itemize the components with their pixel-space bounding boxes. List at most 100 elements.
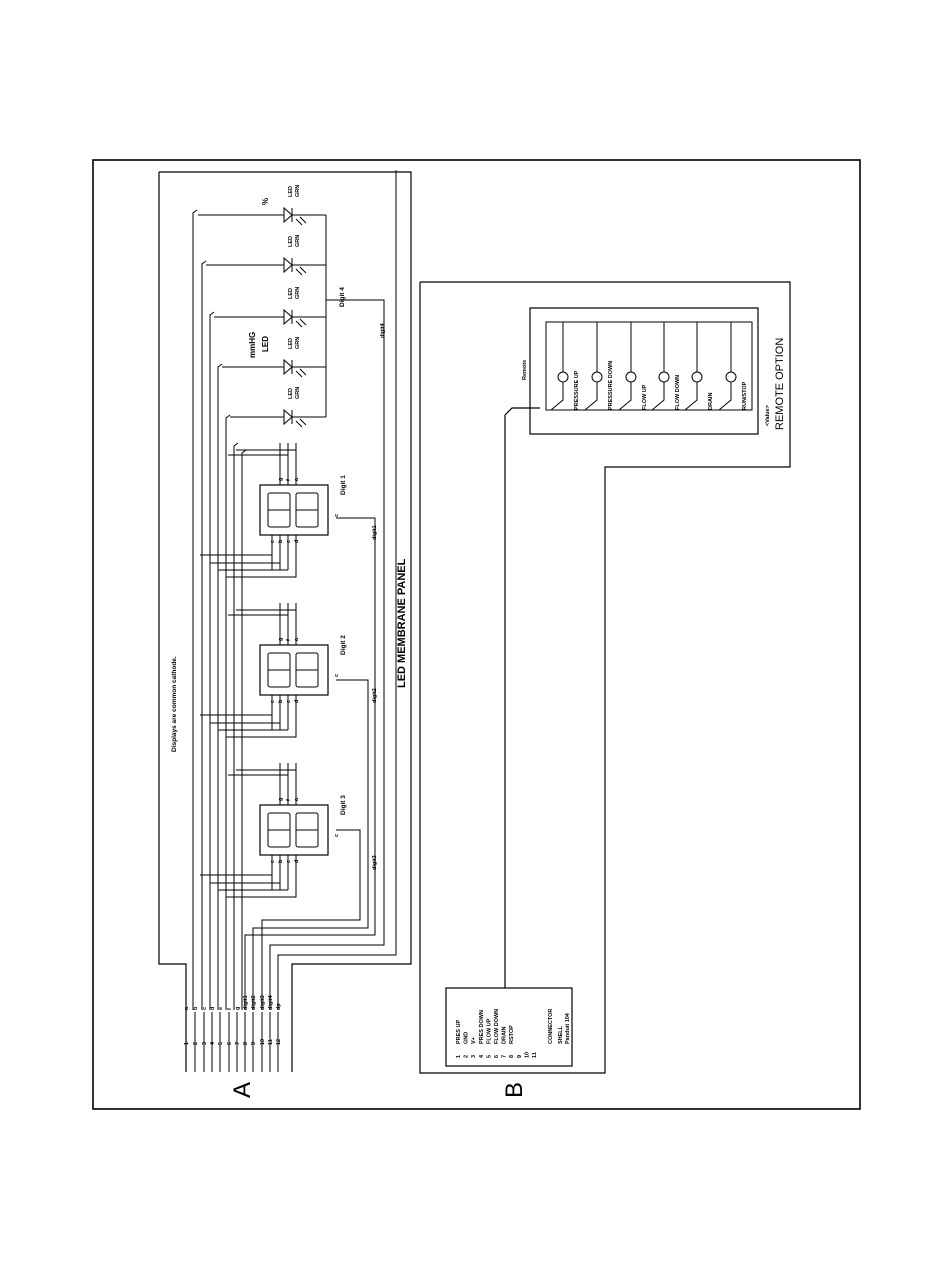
remote-button: FLOW UP	[618, 322, 648, 411]
connector-b-pin-signal: RSTOP	[509, 1025, 515, 1044]
segment-bus-line	[241, 449, 247, 1010]
segment-bus-line	[201, 260, 207, 1010]
led-ray	[295, 370, 303, 378]
connector-b-pin-number: 5	[486, 1055, 492, 1058]
connector-a-pin-number: 3	[202, 1042, 208, 1045]
remote-inner-box	[529, 307, 759, 435]
remote-button: RUN/STOP	[718, 322, 748, 411]
connector-a-pins: 1a2b3c4d5e6f7g8digit19digit210digit311di…	[184, 994, 282, 1045]
segment-letter: d	[294, 540, 300, 543]
led-diode	[283, 206, 293, 224]
led-ray	[299, 266, 307, 274]
display-wire	[236, 763, 297, 771]
connector-a-pin-signal: d	[210, 1007, 216, 1010]
connector-b-pin-number: 11	[532, 1052, 538, 1058]
panel-b-label: B	[501, 1082, 528, 1098]
remote-cable	[504, 407, 540, 988]
led-ray	[295, 420, 303, 428]
remote-label: Remote	[522, 360, 528, 380]
digit-net-label: digit1	[372, 525, 378, 540]
segment-letter: g	[278, 798, 284, 801]
segment-letter: c	[286, 700, 292, 703]
display-body	[259, 804, 329, 856]
connector-b-pin-signal: GND	[464, 1032, 470, 1044]
remote-option-subtitle: <Value>	[765, 405, 771, 426]
connector-a-pin-number: 6	[227, 1042, 233, 1045]
segment-letter: e	[270, 860, 276, 863]
connector-b-pin-signal: FLOW DOWN	[494, 1009, 500, 1044]
connector-a-pin-number: 1	[184, 1042, 190, 1045]
connector-b-pin-number: 1	[456, 1055, 462, 1058]
remote-button-label: PRESSURE UP	[574, 370, 580, 410]
led-ray	[299, 368, 307, 376]
led-diode	[283, 256, 293, 274]
segment-letter: e	[270, 700, 276, 703]
button-contact	[691, 371, 703, 383]
connector-b-pin-number: 9	[517, 1055, 523, 1058]
button-contact	[725, 371, 737, 383]
segment-letter: c	[334, 514, 340, 517]
display-wire	[236, 603, 297, 611]
digit-net-line	[269, 299, 385, 1010]
display-body	[259, 484, 329, 536]
connector-b-pin-number: 10	[524, 1052, 530, 1058]
segment-letter: f	[286, 479, 292, 481]
remote-button: PRESSURE DOWN	[584, 322, 614, 411]
connector-a-pin-signal: dp	[276, 1003, 282, 1010]
connector-b-pin-number: 8	[509, 1055, 515, 1058]
led-color: GRN	[295, 387, 301, 399]
common-cathode-note: Displays are common cathode.	[171, 656, 178, 752]
display-wire	[226, 730, 297, 738]
button-switch	[684, 382, 698, 411]
digit-label: Digit 1	[340, 475, 347, 495]
remote-button-label: PRESSURE DOWN	[608, 361, 614, 410]
led-ray	[295, 268, 303, 276]
connector-title: CONNECTOR	[548, 1009, 554, 1044]
connector-a-pin-signal: f	[227, 1008, 233, 1010]
digit4-net: digit4	[380, 322, 386, 338]
segment-letter: d	[294, 700, 300, 703]
segment-letter: a	[294, 477, 300, 481]
remote-button: PRESSURE UP	[550, 322, 580, 411]
panel-title: LED MEMBRANE PANEL	[396, 558, 408, 688]
segment-letter: c	[334, 674, 340, 677]
display-body	[259, 644, 329, 696]
drawing-frame	[92, 159, 861, 1110]
segment-bus-line	[233, 442, 239, 1010]
remote-button-label: FLOW UP	[642, 384, 648, 410]
remote-button-label: FLOW DOWN	[675, 375, 681, 410]
segment-letter: g	[278, 478, 284, 481]
segment-bus-line	[192, 209, 198, 1010]
percent-label: %	[261, 198, 270, 205]
segment-letter: a	[294, 797, 300, 801]
connector-a-pin-number: 10	[260, 1039, 266, 1045]
connector-a-pin-signal: b	[193, 1006, 199, 1010]
connector-a-pin-signal: digit4	[268, 994, 274, 1010]
remote-button: FLOW DOWN	[651, 322, 681, 411]
connector-a-pin-number: 2	[193, 1042, 199, 1045]
segment-letter: e	[270, 540, 276, 543]
display-wire	[226, 570, 297, 578]
led-ray	[295, 218, 303, 226]
led-label: LED	[288, 236, 294, 247]
connector-b-pin-signal: FLOW UP	[486, 1018, 492, 1044]
digit-net-line	[277, 170, 397, 1010]
connector-a-pin-number: 8	[243, 1042, 249, 1045]
connector-a-pin-signal: g	[235, 1007, 241, 1010]
panel-outline	[159, 171, 412, 1072]
segment-bus-line	[217, 363, 223, 1010]
connector-a-pin-number: 5	[218, 1042, 224, 1045]
led-label: LED	[288, 388, 294, 399]
segment-letter: b	[278, 699, 284, 703]
led-ray	[299, 418, 307, 426]
led-ray	[295, 320, 303, 328]
connector-a-pin-number: 12	[276, 1039, 282, 1045]
